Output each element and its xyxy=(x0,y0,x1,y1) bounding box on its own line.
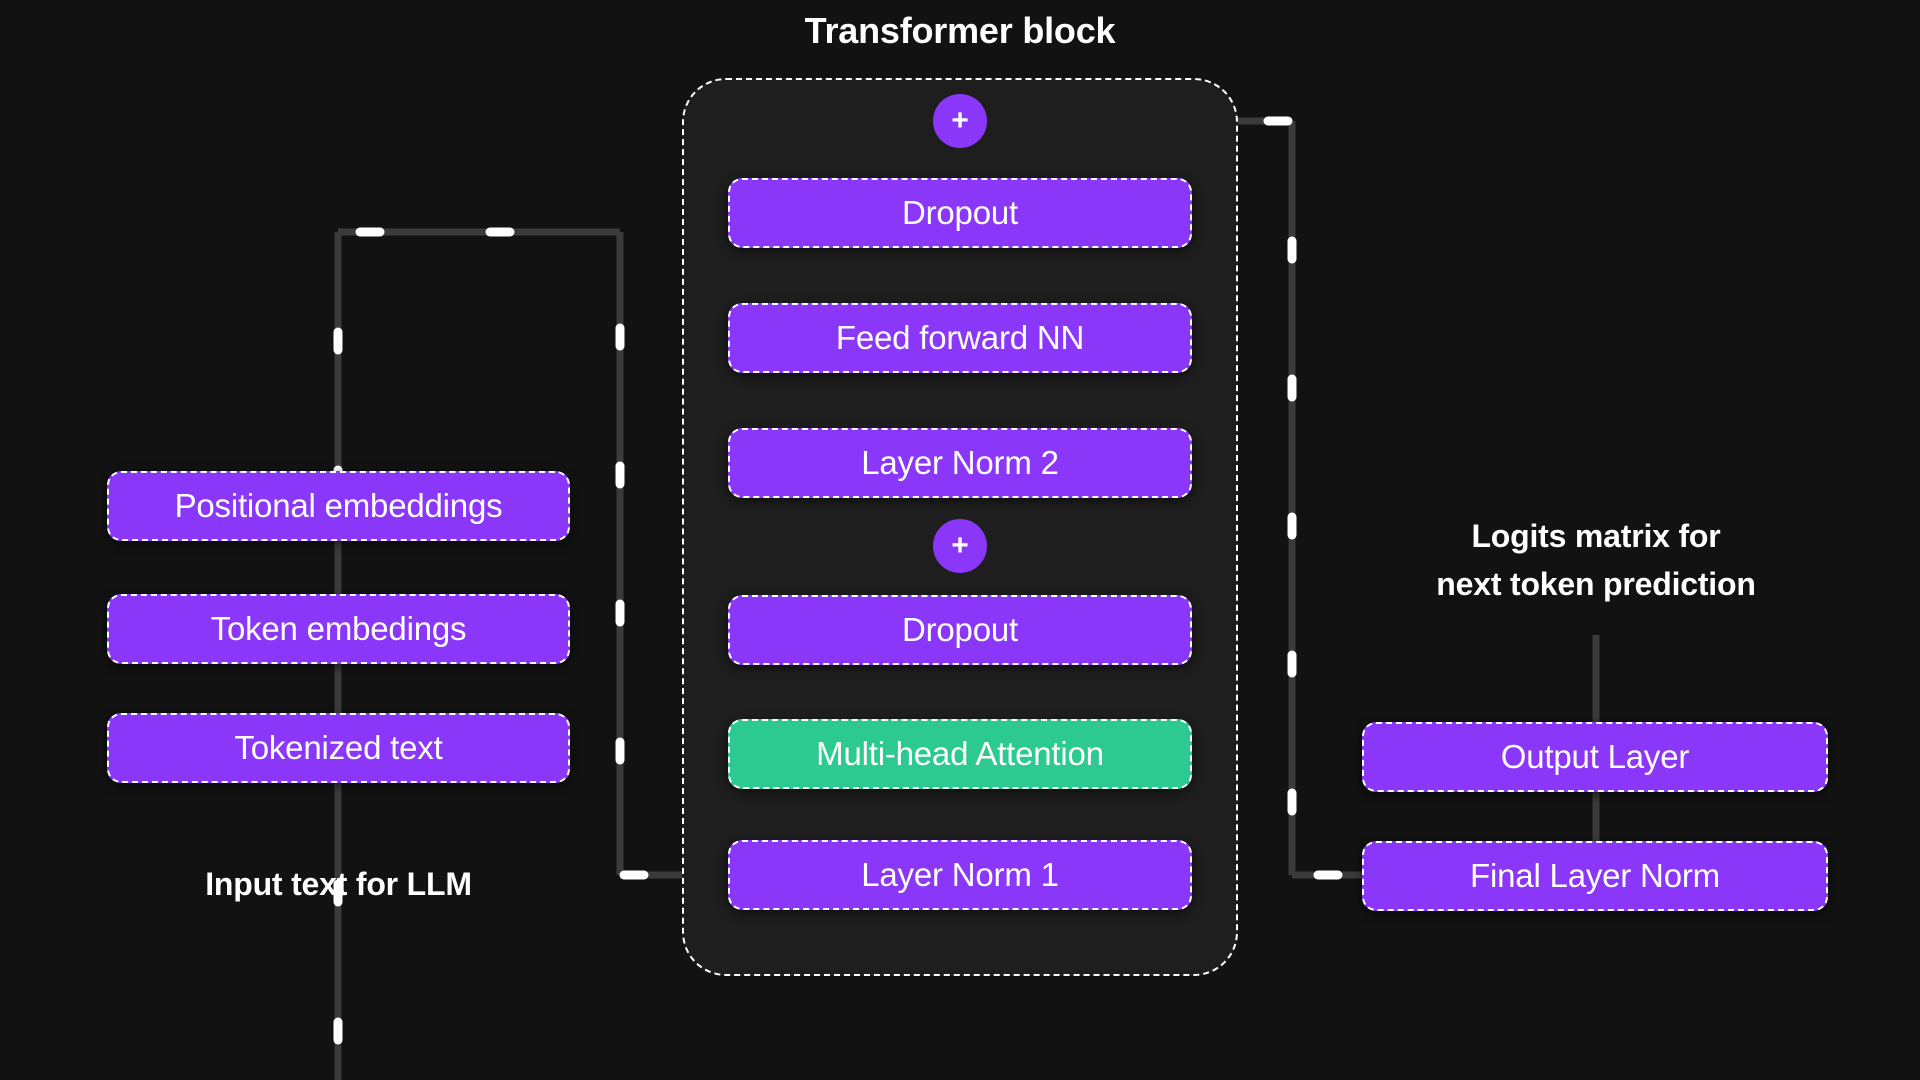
transformer-block-title: Transformer block xyxy=(804,10,1116,51)
add-node-residual-2[interactable]: + xyxy=(933,94,987,148)
node-layer-norm-1[interactable]: Layer Norm 1 xyxy=(728,840,1192,910)
node-feed-forward-nn[interactable]: Feed forward NN xyxy=(728,303,1192,373)
input-text-caption: Input text for LLM xyxy=(205,866,472,902)
plus-icon: + xyxy=(951,104,969,137)
node-dropout-1[interactable]: Dropout xyxy=(728,595,1192,665)
node-tokenized-text[interactable]: Tokenized text xyxy=(107,713,570,783)
plus-icon: + xyxy=(951,529,969,562)
logits-caption-line-1: Logits matrix for xyxy=(1471,518,1721,554)
add-node-residual-1[interactable]: + xyxy=(933,519,987,573)
logits-caption-line-2: next token prediction xyxy=(1436,566,1756,602)
node-multi-head-attention[interactable]: Multi-head Attention xyxy=(728,719,1192,789)
logits-caption: Logits matrix for next token prediction xyxy=(1370,512,1822,608)
node-token-embedings[interactable]: Token embedings xyxy=(107,594,570,664)
node-dropout-2[interactable]: Dropout xyxy=(728,178,1192,248)
node-final-layer-norm[interactable]: Final Layer Norm xyxy=(1362,841,1828,911)
node-output-layer[interactable]: Output Layer xyxy=(1362,722,1828,792)
node-layer-norm-2[interactable]: Layer Norm 2 xyxy=(728,428,1192,498)
node-positional-embeddings[interactable]: Positional embeddings xyxy=(107,471,570,541)
